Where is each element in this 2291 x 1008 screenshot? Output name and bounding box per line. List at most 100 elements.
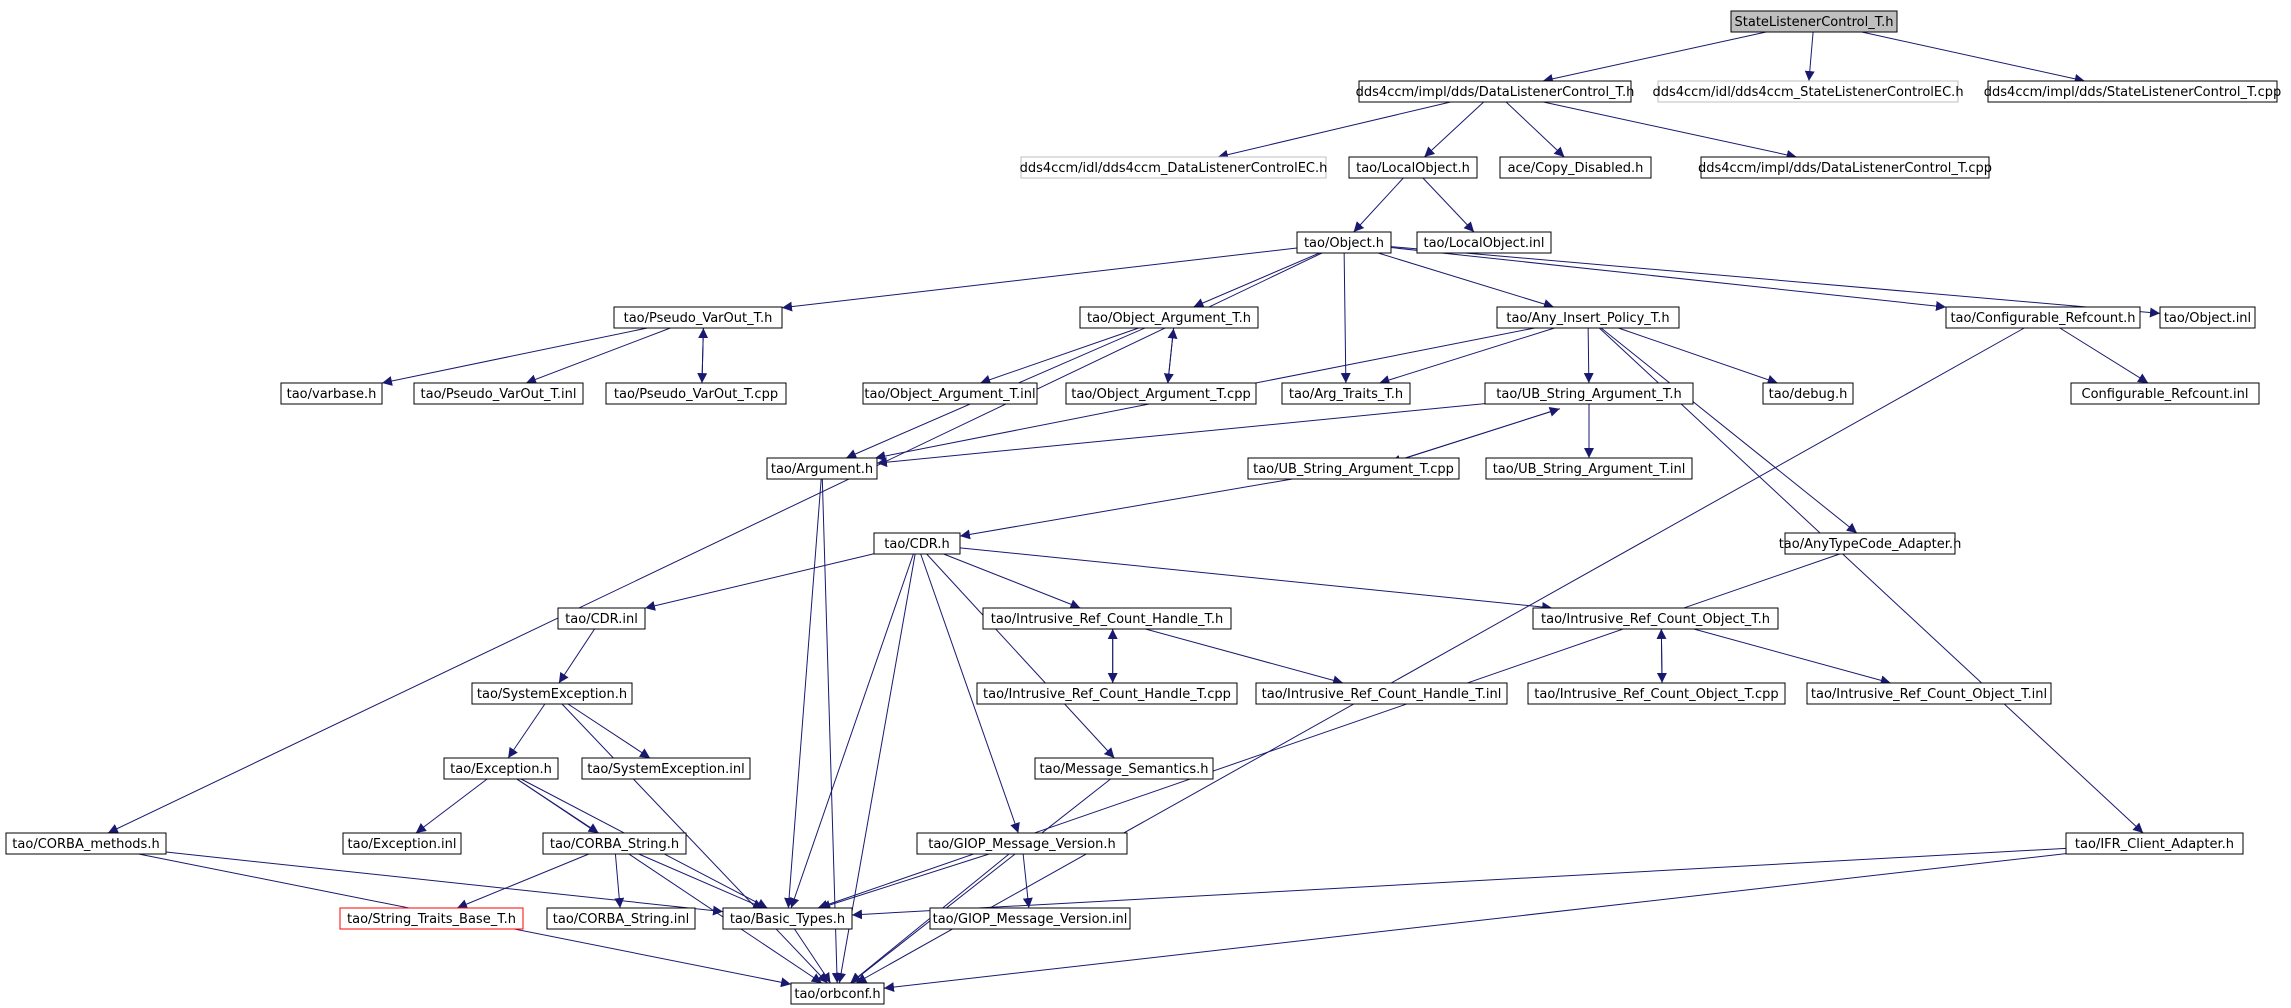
edge-n44-to-n49 [883,853,2067,993]
edge-n42-to-n46 [614,853,625,909]
graph-node[interactable]: tao/LocalObject.h [1348,156,1478,179]
graph-node[interactable]: Configurable_Refcount.inl [2070,382,2260,405]
node-box [1527,682,1786,705]
node-label: tao/AnyTypeCode_Adapter.h [1779,537,1962,552]
node-box [2159,306,2256,329]
node-label: tao/Argument.h [771,462,873,477]
edge-n27-to-n47 [789,553,914,909]
graph-node[interactable]: tao/Intrusive_Ref_Count_Handle_T.h [982,607,1232,630]
node-label: tao/LocalObject.inl [1423,236,1544,251]
graph-node[interactable]: tao/IFR_Client_Adapter.h [2065,832,2244,855]
graph-node[interactable]: tao/CDR.inl [557,607,646,630]
edge-n25-to-n21 [1390,407,1560,464]
graph-node[interactable]: tao/Object.h [1296,231,1392,254]
graph-node[interactable]: tao/UB_String_Argument_T.inl [1485,457,1693,480]
node-label: tao/Basic_Types.h [730,912,845,927]
graph-node[interactable]: tao/Object_Argument_T.inl [862,382,1038,405]
graph-node[interactable]: dds4ccm/impl/dds/StateListenerControl_T.… [1984,80,2281,103]
node-box [557,607,646,630]
graph-node[interactable]: dds4ccm/impl/dds/DataListenerControl_T.h [1356,80,1635,103]
graph-node[interactable]: dds4ccm/idl/dds4ccm_DataListenerControlE… [1020,156,1328,179]
graph-node[interactable]: tao/debug.h [1762,382,1854,405]
node-label: tao/Object_Argument_T.h [1087,311,1251,326]
node-label: dds4ccm/idl/dds4ccm_DataListenerControlE… [1020,161,1328,176]
node-box [1255,682,1508,705]
edge-n27-to-n29 [644,553,875,611]
graph-node[interactable]: tao/Message_Semantics.h [1034,757,1214,780]
graph-node[interactable]: tao/SystemException.inl [581,757,751,780]
graph-node[interactable]: tao/Basic_Types.h [722,907,853,930]
graph-node[interactable]: tao/orbconf.h [790,982,885,1005]
node-label: tao/SystemException.h [477,687,627,702]
graph-node[interactable]: tao/Intrusive_Ref_Count_Object_T.cpp [1527,682,1786,705]
node-box [342,832,462,855]
graph-node[interactable]: tao/Object_Argument_T.cpp [1065,382,1257,405]
edge-n8-to-n12 [1378,252,1554,309]
graph-node[interactable]: tao/Intrusive_Ref_Count_Handle_T.cpp [976,682,1238,705]
graph-node[interactable]: tao/Configurable_Refcount.h [1945,306,2141,329]
node-label: tao/String_Traits_Base_T.h [347,912,516,927]
graph-node[interactable]: tao/AnyTypeCode_Adapter.h [1779,532,1962,555]
graph-node[interactable]: tao/String_Traits_Base_T.h [339,907,524,930]
edge-n25-to-n27 [959,478,1293,540]
edge-n0-to-n1 [1542,31,1767,84]
graph-node[interactable]: tao/Pseudo_VarOut_T.h [613,306,783,329]
node-box [1020,156,1327,179]
graph-node[interactable]: tao/LocalObject.inl [1416,231,1552,254]
graph-node[interactable]: tao/SystemException.h [471,682,633,705]
node-label: tao/Configurable_Refcount.h [1950,311,2135,326]
edge-n12-to-n20 [1379,327,1555,385]
graph-node[interactable]: tao/Object.inl [2159,306,2256,329]
graph-node[interactable]: dds4ccm/idl/dds4ccm_StateListenerControl… [1652,80,1964,103]
node-box [873,532,961,555]
node-label: Configurable_Refcount.inl [2082,387,2249,402]
edge-n12-to-n21 [1583,327,1594,384]
edge-n44-to-n47 [851,847,2067,920]
node-label: tao/CDR.h [884,537,949,552]
graph-node[interactable]: tao/CORBA_methods.h [5,832,167,855]
graph-node[interactable]: tao/Pseudo_VarOut_T.cpp [605,382,787,405]
node-label: tao/Intrusive_Ref_Count_Object_T.cpp [1534,687,1778,702]
node-box [1700,156,1990,179]
node-box [1348,156,1478,179]
graph-node[interactable]: tao/Object_Argument_T.h [1079,306,1259,329]
edge-n43-to-n48 [1022,853,1033,909]
edge-n37-to-n41 [415,778,488,834]
graph-node[interactable]: tao/Any_Insert_Policy_T.h [1496,306,1680,329]
edge-n12-to-n22 [1618,327,1778,385]
node-label: tao/Intrusive_Ref_Count_Handle_T.h [991,612,1223,627]
graph-node[interactable]: tao/Arg_Traits_T.h [1281,382,1411,405]
node-label: dds4ccm/impl/dds/DataListenerControl_T.h [1356,85,1635,100]
graph-node[interactable]: tao/CORBA_String.inl [546,907,696,930]
graph-node[interactable]: dds4ccm/impl/dds/DataListenerControl_T.c… [1698,156,1992,179]
graph-node[interactable]: tao/UB_String_Argument_T.cpp [1247,457,1460,480]
graph-node[interactable]: ace/Copy_Disabled.h [1499,156,1652,179]
graph-node[interactable]: tao/UB_String_Argument_T.h [1484,382,1694,405]
node-label: tao/Message_Semantics.h [1040,762,1209,777]
graph-node[interactable]: tao/GIOP_Message_Version.inl [929,907,1131,930]
graph-node[interactable]: tao/Intrusive_Ref_Count_Handle_T.inl [1255,682,1508,705]
node-box [280,382,383,405]
graph-node[interactable]: tao/Intrusive_Ref_Count_Object_T.h [1532,607,1779,630]
graph-node[interactable]: tao/GIOP_Message_Version.h [916,832,1128,855]
node-box [976,682,1238,705]
graph-node[interactable]: tao/CORBA_String.h [542,832,687,855]
edge-n21-to-n24 [876,403,1486,468]
node-box [1730,10,1898,33]
graph-node[interactable]: tao/varbase.h [280,382,383,405]
graph-node[interactable]: tao/CDR.h [873,532,961,555]
graph-node[interactable]: tao/Pseudo_VarOut_T.inl [413,382,584,405]
graph-node[interactable]: tao/Exception.inl [342,832,462,855]
edge-n8-to-n20 [1340,252,1351,384]
graph-node[interactable]: tao/Exception.h [443,757,559,780]
node-box [1065,382,1257,405]
graph-node[interactable]: tao/Argument.h [766,457,878,480]
node-box [1762,382,1854,405]
edge-n27-to-n30 [943,553,1081,609]
edge-n1-to-n5 [1423,101,1485,158]
edge-n24-to-n47 [784,478,822,909]
node-box [471,682,633,705]
node-label: tao/Intrusive_Ref_Count_Object_T.h [1541,612,1770,627]
graph-node[interactable]: tao/Intrusive_Ref_Count_Object_T.inl [1806,682,2052,705]
edge-n27-to-n31 [959,547,1553,612]
